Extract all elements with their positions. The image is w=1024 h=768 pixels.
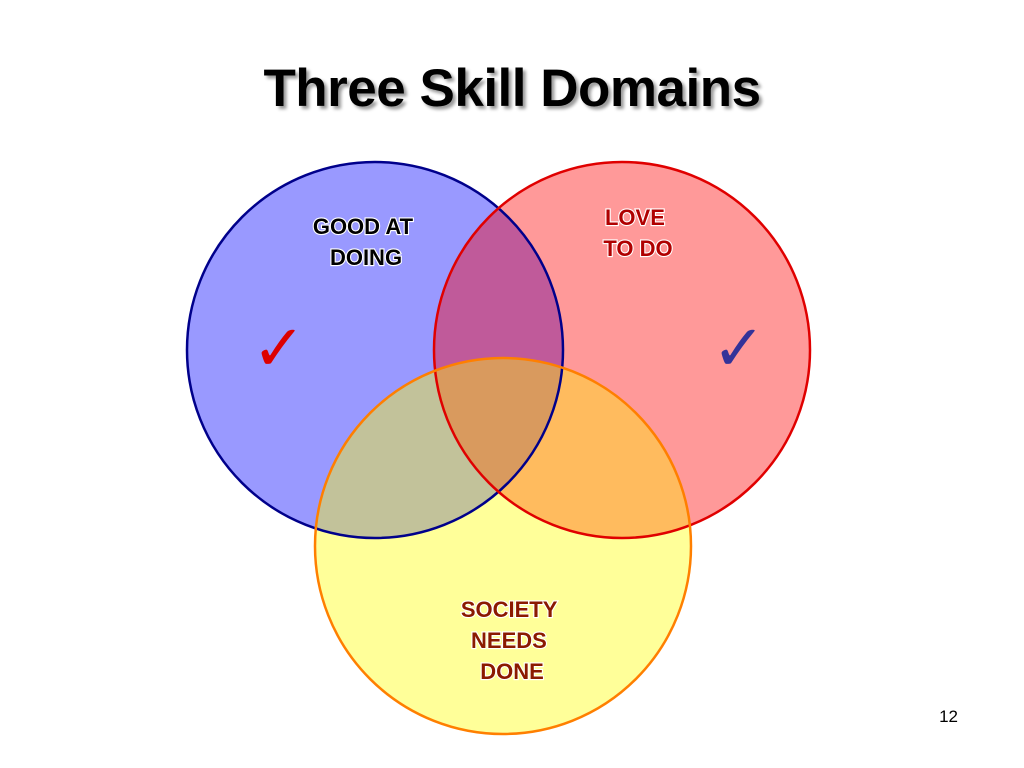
label-good-at-doing-line-2: DOING	[330, 245, 402, 270]
label-love-to-do: LOVE TO DO	[603, 205, 672, 261]
label-society-needs-done-line-3: DONE	[480, 659, 544, 684]
outline-love-to-do	[432, 160, 812, 540]
overlap-good-society	[315, 358, 563, 538]
label-good-at-doing-line-1: GOOD AT	[313, 214, 414, 239]
label-good-at-doing: GOOD AT DOING	[313, 214, 419, 270]
label-society-needs-done-line-1: SOCIETY	[461, 597, 558, 622]
label-society-needs-done-line-2: NEEDS	[471, 628, 547, 653]
label-love-to-do-line-1: LOVE	[605, 205, 665, 230]
page-number: 12	[939, 707, 958, 726]
slide-title: Three Skill Domains	[263, 59, 761, 118]
label-society-needs-done: SOCIETY NEEDS DONE	[461, 597, 563, 684]
check-icon: ✓	[712, 312, 766, 386]
outline-society-needs-done	[313, 356, 693, 736]
label-love-to-do-line-2: TO DO	[603, 236, 672, 261]
overlap-love-society	[434, 358, 691, 538]
outline-good-at-doing	[185, 160, 565, 540]
check-icon: ✓	[252, 312, 306, 386]
